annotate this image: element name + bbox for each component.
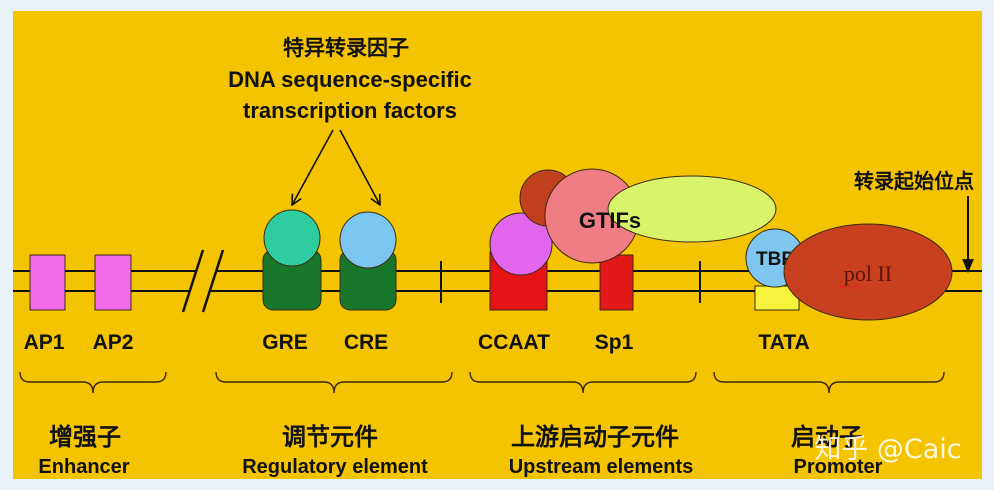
promoter-label-en: Promoter	[794, 456, 883, 478]
regulatory-label-en: Regulatory element	[242, 456, 428, 478]
tss-label: 转录起始位点	[854, 169, 974, 193]
dna-break-mark	[201, 249, 225, 313]
promoter-label-zh: 启动子	[791, 423, 863, 451]
title-en-line2: transcription factors	[243, 98, 457, 123]
spellcheck-underline	[837, 285, 863, 289]
gtifs-label: GTIFs	[579, 208, 641, 233]
gtif-green-subunit	[607, 175, 777, 243]
enhancer-label-zh: 增强子	[49, 423, 121, 451]
arrow-to-gre	[292, 129, 334, 205]
dna-break-mark	[181, 249, 205, 313]
ap1-box	[29, 254, 66, 311]
gtifs-complex: GTIFs	[519, 168, 777, 264]
pol2-label: pol II	[844, 261, 892, 286]
title-zh: 特异转录因子	[283, 36, 409, 60]
cre-factor	[339, 211, 397, 269]
regulatory-brace	[215, 371, 453, 394]
promoter-brace	[713, 371, 945, 394]
gre-factor	[263, 209, 321, 267]
upstream-label-en: Upstream elements	[509, 456, 694, 478]
sp1-label: Sp1	[595, 331, 634, 354]
upstream-brace	[469, 371, 697, 394]
cre-label: CRE	[344, 331, 388, 354]
ccaat-factor	[489, 212, 553, 276]
ap2-label: AP2	[93, 331, 134, 354]
watermark: 知乎 @Caic	[814, 434, 961, 465]
upstream-label-zh: 上游启动子元件	[511, 423, 679, 451]
ap1-label: AP1	[24, 331, 65, 354]
sp1-box	[599, 254, 634, 311]
tata-label: TATA	[758, 331, 809, 354]
ccaat-label: CCAAT	[478, 331, 550, 354]
pol2-enzyme	[783, 223, 953, 321]
enhancer-label-en: Enhancer	[38, 456, 129, 478]
regulatory-label-zh: 调节元件	[282, 423, 378, 451]
ap2-box	[94, 254, 132, 311]
enhancer-brace	[19, 371, 167, 394]
arrow-to-cre	[339, 129, 380, 205]
title-en-line1: DNA sequence-specific	[228, 67, 472, 92]
gre-label: GRE	[262, 331, 308, 354]
